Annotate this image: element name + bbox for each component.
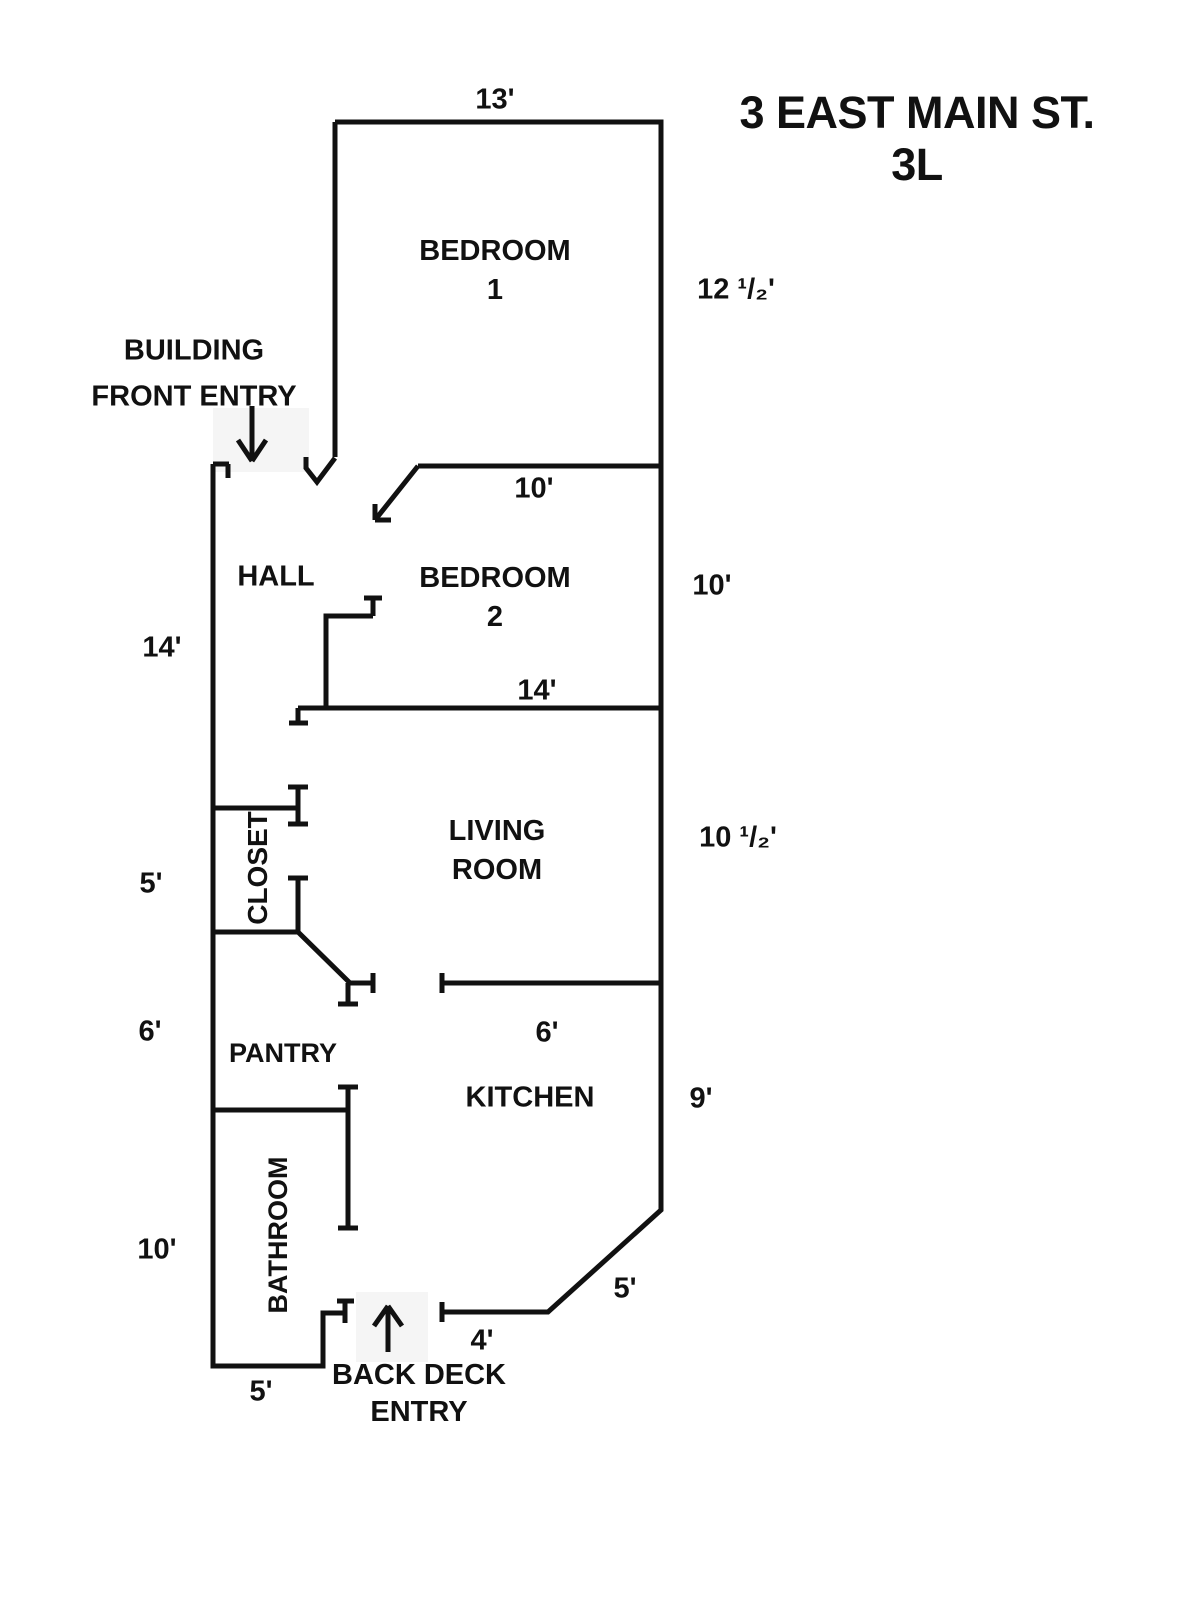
back-entry-line1: BACK DECK (332, 1358, 506, 1391)
bedroom2-line2: 2 (486, 601, 504, 633)
pantry-door-jamb-right (350, 973, 376, 993)
living-room-line1: LIVING (448, 814, 546, 847)
back-entry-arrow-icon (371, 1304, 405, 1352)
hall-inner-wall (323, 613, 373, 708)
room-label-bedroom2: BEDROOM 2 (419, 559, 570, 637)
bedroom1-line1: BEDROOM (419, 234, 571, 267)
left-wall-top-jamb (213, 461, 231, 478)
closet-door-jamb (288, 784, 308, 827)
dim-bottom-left: 5' (249, 1375, 273, 1408)
front-entry-line1: BUILDING (123, 334, 265, 367)
dim-hall-left: 14' (142, 631, 182, 664)
closet-bottom-wall-diagonal (213, 929, 352, 985)
closet-side-jamb (288, 875, 308, 932)
room-label-kitchen: KITCHEN (465, 1081, 595, 1114)
dim-kitchen-right: 9' (689, 1082, 713, 1115)
dim-living-right: 10 ¹/₂' (699, 821, 777, 854)
front-door-notch (303, 456, 337, 487)
room-label-living-room: LIVING ROOM (449, 812, 546, 890)
dim-bedroom2-top: 10' (514, 472, 554, 505)
room-label-pantry: PANTRY (229, 1037, 337, 1068)
dim-kitchen-diagonal: 5' (613, 1272, 637, 1305)
room-label-closet: CLOSET (242, 811, 274, 925)
dim-bedroom2-right: 10' (692, 569, 732, 602)
back-entry-label: BACK DECK ENTRY (332, 1357, 506, 1431)
dim-bedroom1-top: 13' (475, 83, 515, 116)
bedroom2-line1: BEDROOM (419, 561, 571, 594)
dim-bedroom1-right: 12 ¹/₂' (697, 273, 775, 306)
back-entry-highlight (356, 1292, 428, 1362)
dim-pantry-left: 6' (138, 1015, 162, 1048)
front-entry-label: BUILDING FRONT ENTRY (91, 328, 296, 421)
bedroom2-bottom-wall-jamb (289, 708, 308, 726)
dim-closet-left: 5' (139, 867, 163, 900)
room-label-bedroom1: BEDROOM 1 (419, 232, 570, 310)
dim-bedroom2-bottom: 14' (517, 674, 557, 707)
outer-wall-right (335, 119, 664, 1315)
bedroom1-line2: 1 (486, 274, 504, 306)
page-title-line2: 3L (891, 139, 943, 190)
outer-wall-left-bottom (210, 464, 346, 1369)
living-room-line2: ROOM (451, 854, 543, 886)
room-label-bathroom: BATHROOM (262, 1156, 293, 1314)
dim-kitchen-top: 6' (535, 1016, 559, 1049)
bedroom2-door-swing-arrow-icon (372, 464, 420, 523)
hall-inner-wall-jamb (364, 595, 382, 616)
page-title: 3 EAST MAIN ST. 3L (739, 86, 1095, 191)
front-entry-highlight (213, 408, 309, 472)
front-entry-line2: FRONT ENTRY (91, 381, 297, 413)
page-title-line1: 3 EAST MAIN ST. (739, 86, 1095, 138)
dim-bathroom-left: 10' (137, 1233, 177, 1266)
bathroom-right-wall (338, 1084, 358, 1231)
deck-doorway-jamb-left (337, 1298, 354, 1323)
front-entry-arrow-icon (235, 406, 269, 463)
back-entry-line2: ENTRY (370, 1396, 468, 1428)
pantry-door-jamb-bottom (338, 983, 358, 1007)
dim-back-deck: 4' (470, 1324, 494, 1357)
room-label-hall: HALL (237, 560, 315, 593)
